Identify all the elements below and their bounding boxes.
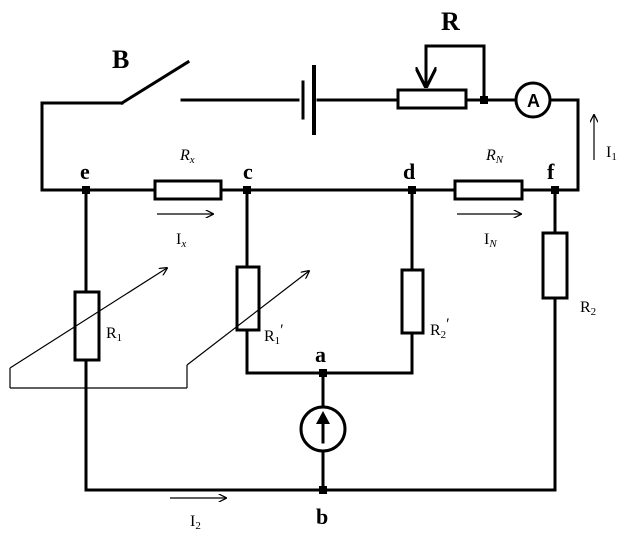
label-node-c: c — [243, 159, 253, 184]
label-node-a: a — [315, 342, 326, 367]
battery-icon — [301, 65, 316, 135]
label-i2: I2 — [190, 513, 201, 532]
switch-blade — [119, 59, 191, 106]
ammeter-icon — [514, 81, 552, 119]
label-switch: B — [112, 45, 129, 74]
resistor-r2-prime — [400, 268, 425, 335]
label-node-e: e — [80, 159, 90, 184]
label-rn: RN — [485, 147, 504, 166]
resistor-r1 — [73, 290, 101, 362]
label-node-d: d — [403, 159, 415, 184]
resistor-rx — [153, 179, 223, 201]
label-r1-prime: R1′ — [264, 322, 284, 347]
label-r1: R1 — [106, 325, 122, 344]
ganged-rheostat-linkage — [9, 268, 309, 389]
galvanometer-icon — [299, 405, 347, 453]
label-node-b: b — [316, 504, 328, 529]
label-rheostat: R — [441, 7, 460, 36]
resistor-r2 — [541, 231, 569, 300]
label-node-f: f — [547, 159, 555, 184]
resistor-rn — [453, 179, 524, 201]
branch-wires — [84, 188, 557, 492]
label-rx: Rx — [179, 147, 195, 166]
label-ammeter: A — [527, 91, 540, 111]
top-branch-wires — [40, 98, 580, 192]
label-r2: R2 — [580, 299, 596, 318]
rheostat — [396, 44, 488, 110]
resistor-r1-prime — [235, 265, 261, 332]
node-dots — [82, 186, 559, 494]
label-in: IN — [484, 231, 497, 250]
label-ix: Ix — [176, 231, 186, 250]
label-i1: I1 — [606, 144, 617, 163]
label-r2-prime: R2′ — [430, 316, 450, 341]
